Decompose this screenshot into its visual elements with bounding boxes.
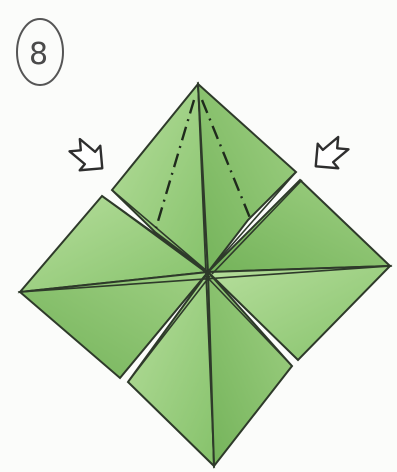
step-number: 8 xyxy=(29,37,48,72)
squash-fold-arrow-icon-right xyxy=(305,131,353,179)
step-badge: 8 xyxy=(17,19,63,85)
squash-fold-arrow-icon-left xyxy=(64,133,112,181)
